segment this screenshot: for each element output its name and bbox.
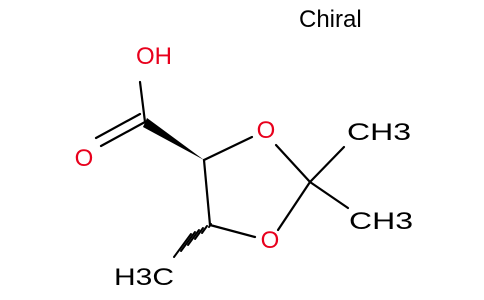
atom-ring-o-top: O (257, 117, 276, 144)
bond-c-o-double-1 (99, 120, 147, 148)
atom-ch3-top: CH3 (347, 119, 411, 146)
hashed-bond-c5-ch3 (173, 223, 212, 258)
bond-c2-ch3-top (308, 145, 346, 184)
atom-ring-o-bottom: O (261, 227, 280, 254)
bond-c2-o3 (276, 180, 312, 232)
bond-c5-c4 (202, 158, 212, 227)
bond-o3-c5 (208, 223, 257, 239)
bond-c2-ch3-right (308, 180, 350, 210)
bond-oh-c (138, 80, 147, 124)
bond-c4-o1 (202, 135, 254, 162)
atom-h3c-left: H3C (114, 264, 174, 291)
atom-oh: OH (136, 43, 172, 70)
atom-ch3-right: CH3 (349, 208, 413, 235)
bond-o1-c2 (274, 143, 312, 184)
atom-carbonyl-o: O (75, 145, 94, 172)
chiral-label: Chiral (299, 6, 362, 33)
wedge-bond-c4-cooh (143, 118, 204, 160)
bonds (94, 80, 350, 239)
bond-c-o-double-2 (94, 112, 142, 140)
